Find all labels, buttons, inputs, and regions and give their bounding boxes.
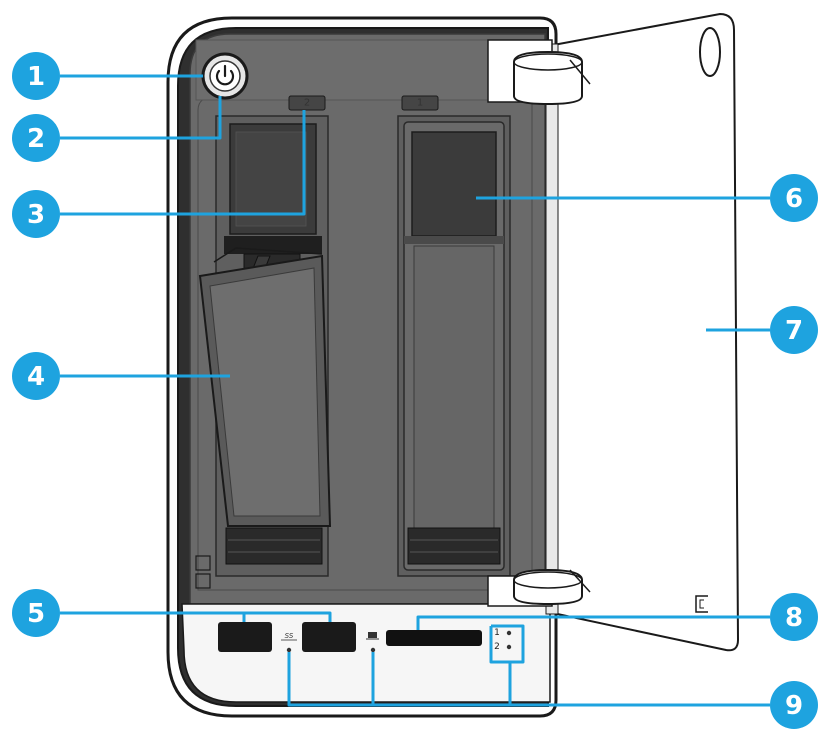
callout-badge-circle [770,681,818,729]
leader-5 [60,611,332,622]
callout-number: 2 [27,124,45,154]
power-button[interactable] [201,52,249,100]
callout-power-led: 2 [12,114,60,162]
bottom-hinge [487,568,591,607]
callout-power-button: 1 [12,52,60,100]
leader-9d [489,624,525,664]
callout-number: 6 [785,184,803,214]
bay-1-label: 1 [417,98,423,109]
callout-number: 7 [785,316,803,346]
leader-lines [60,74,770,707]
callout-badge-circle [12,114,60,162]
callout-number: 5 [27,599,45,629]
callout-front-door: 7 [770,306,818,354]
sd-card-slot[interactable] [386,630,482,646]
bay-2-label-plate: 2 [288,95,326,111]
callout-badges: 1 2 3 4 5 6 7 8 9 [12,52,818,729]
callout-badge-circle [770,593,818,641]
leader-2 [60,96,222,140]
callout-drive-1-tray: 6 [770,174,818,222]
callout-badge-circle [12,190,60,238]
card-reader-icon [366,632,379,640]
leader-9 [287,652,770,707]
lock-indicator-icon [195,555,211,589]
usb-activity-led [286,647,292,653]
usb-port-2[interactable] [302,622,356,652]
top-hinge [487,39,591,106]
callout-badge-circle [770,306,818,354]
bay-2-label: 2 [304,98,310,109]
callout-badge-circle [12,589,60,637]
drive-tray-handle[interactable] [198,247,332,527]
callout-number: 8 [785,603,803,633]
power-icon [215,64,235,86]
front-door[interactable] [545,12,740,652]
usb-port-1[interactable] [218,622,272,652]
callout-drive-2-led: 3 [12,190,60,238]
led-2-label: 2 [494,642,500,652]
callout-drive-tray-handle: 4 [12,352,60,400]
callout-sd-card-slot: 8 [770,593,818,641]
leader-8 [416,615,770,630]
callout-number: 4 [27,362,45,392]
leader-3 [60,110,306,216]
drive-leds: 1 2 [494,628,512,652]
callout-number: 9 [785,691,803,721]
card-activity-led [370,647,376,653]
led-1-label: 1 [494,628,500,638]
drive-1-tray[interactable] [397,115,511,577]
callout-indicator-leds: 9 [770,681,818,729]
callout-badge-circle [12,352,60,400]
svg-text:SS: SS [285,632,294,640]
bay-1-label-plate: 1 [401,95,439,111]
callout-badge-circle [770,174,818,222]
callout-usb-ports: 5 [12,589,60,637]
led-2-dot [506,644,512,650]
led-1-dot [506,630,512,636]
callout-number: 1 [27,62,45,92]
usb-logo-icon: SS [281,632,297,641]
callout-badge-circle [12,52,60,100]
callout-number: 3 [27,200,45,230]
